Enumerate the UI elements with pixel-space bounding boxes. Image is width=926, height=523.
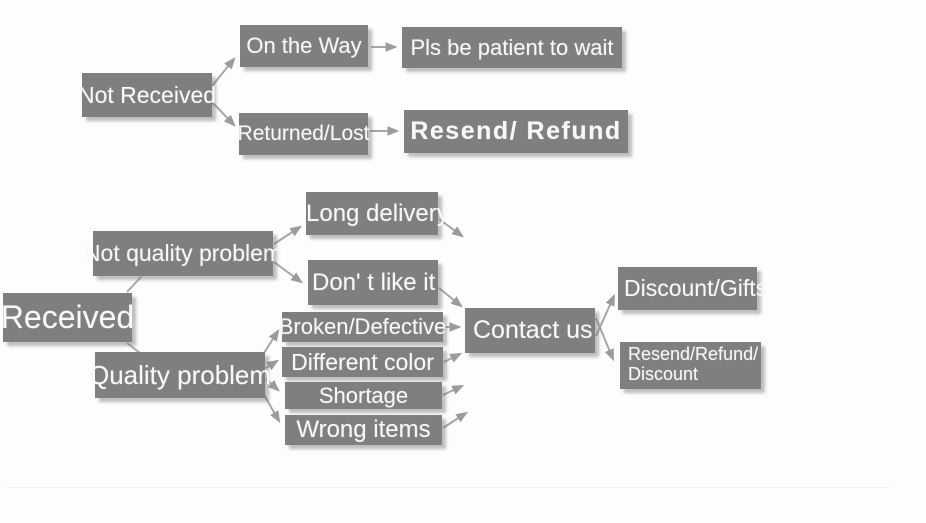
node-received: Received	[1, 293, 134, 342]
node-resend-refund: Resend/ Refund	[404, 110, 628, 153]
node-resend-refund-discount: Resend/Refund/ Discount	[620, 342, 761, 389]
page-edge-line	[6, 487, 890, 488]
edge-received-quality	[126, 342, 141, 354]
edge-quality-wrong	[262, 392, 281, 424]
edge-notreceived-ontheway	[211, 57, 236, 87]
edge-contact-resenddiscount	[595, 317, 614, 362]
node-different-color: Different color	[282, 347, 443, 377]
node-pls-be-patient-to-wait: Pls be patient to wait	[402, 27, 622, 68]
node-discount-gifts: Discount/Gifts	[618, 267, 767, 310]
edge-shortage-contact	[442, 384, 465, 396]
node-contact-us: Contact us	[465, 308, 595, 353]
edge-different-contact	[443, 352, 463, 363]
edge-quality-different	[265, 359, 280, 371]
edge-notreceived-returnedlost	[211, 101, 236, 127]
node-quality-problem: Quality problem	[89, 352, 271, 398]
edge-dontlike-contact	[438, 287, 463, 308]
node-not-received: Not Received	[78, 73, 216, 117]
node-long-delivery: Long delivery	[306, 192, 449, 235]
edge-notquality-dontlike	[273, 261, 303, 284]
node-not-quality-problem: Not quality problem	[84, 231, 282, 276]
edge-wrong-contact	[442, 411, 469, 429]
node-returned-lost: Returned/Lost	[238, 113, 369, 155]
node-shortage: Shortage	[285, 382, 442, 409]
edge-quality-shortage	[265, 378, 280, 392]
node-on-the-way: On the Way	[240, 25, 368, 67]
node-broken-defective: Broken/Defective	[279, 312, 446, 342]
node-dont-like-it: Don' t like it	[308, 260, 438, 305]
edge-notquality-longdelivery	[273, 225, 303, 245]
edge-quality-broken	[263, 328, 280, 354]
node-wrong-items: Wrong items	[285, 415, 442, 445]
edge-received-notquality	[126, 276, 142, 293]
edge-contact-discountgifts	[595, 293, 615, 337]
edge-longdelivery-out	[438, 218, 464, 238]
